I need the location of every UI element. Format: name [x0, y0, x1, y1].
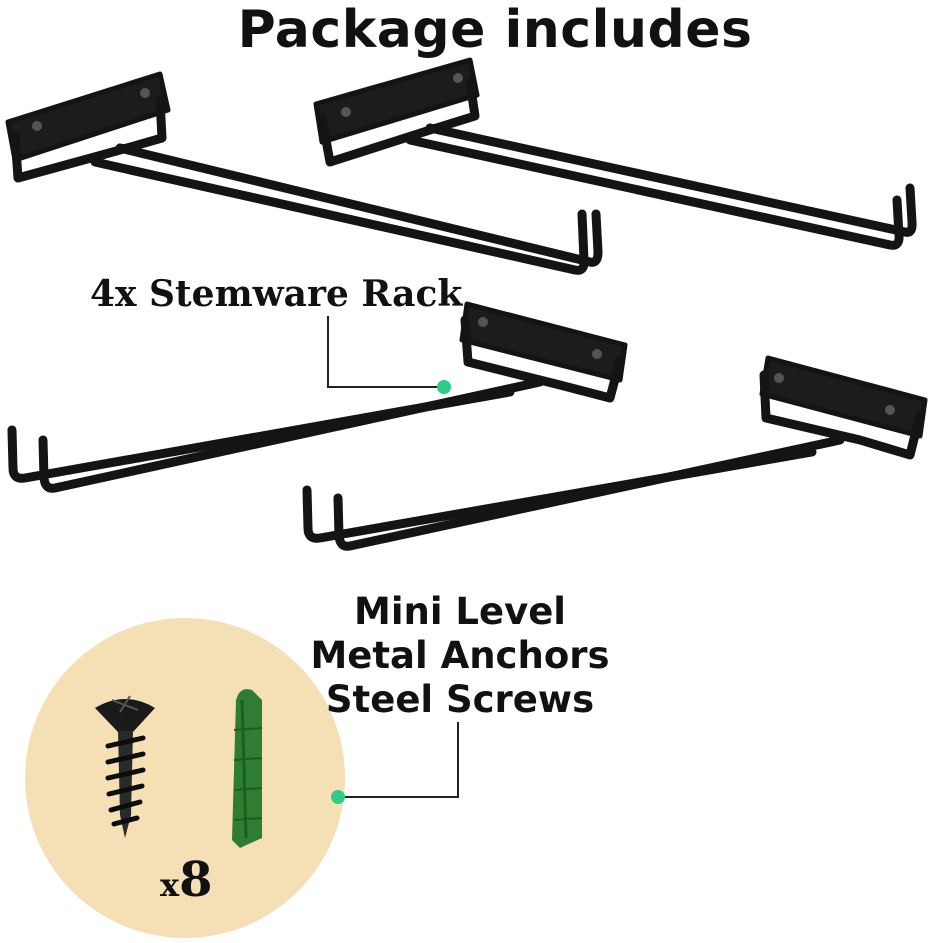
rack-callout-connector [327, 316, 451, 394]
quantity-count: 8 [179, 852, 213, 908]
stemware-rack-icon [5, 71, 603, 275]
stemware-rack-icon [7, 301, 628, 493]
rack-quantity-label: 4x Stemware Rack [90, 273, 463, 315]
accessory-line-steel-screws: Steel Screws [325, 678, 595, 721]
page-title: Package includes [237, 0, 753, 60]
accessory-line-metal-anchors: Metal Anchors [310, 634, 610, 677]
accessories-callout-connector [331, 722, 459, 804]
accessory-line-mini-level: Mini Level [354, 590, 566, 633]
quantity-times-sign: x [160, 866, 180, 904]
quantity-badge: x8 [160, 852, 212, 908]
screw-icon [95, 695, 155, 838]
stemware-rack-icon [302, 355, 928, 551]
accessories-label: Mini Level Metal Anchors Steel Screws [300, 590, 620, 722]
accessories-background-circle [25, 618, 345, 938]
plastic-anchor-icon [232, 689, 263, 848]
stemware-rack-icon [313, 57, 917, 250]
